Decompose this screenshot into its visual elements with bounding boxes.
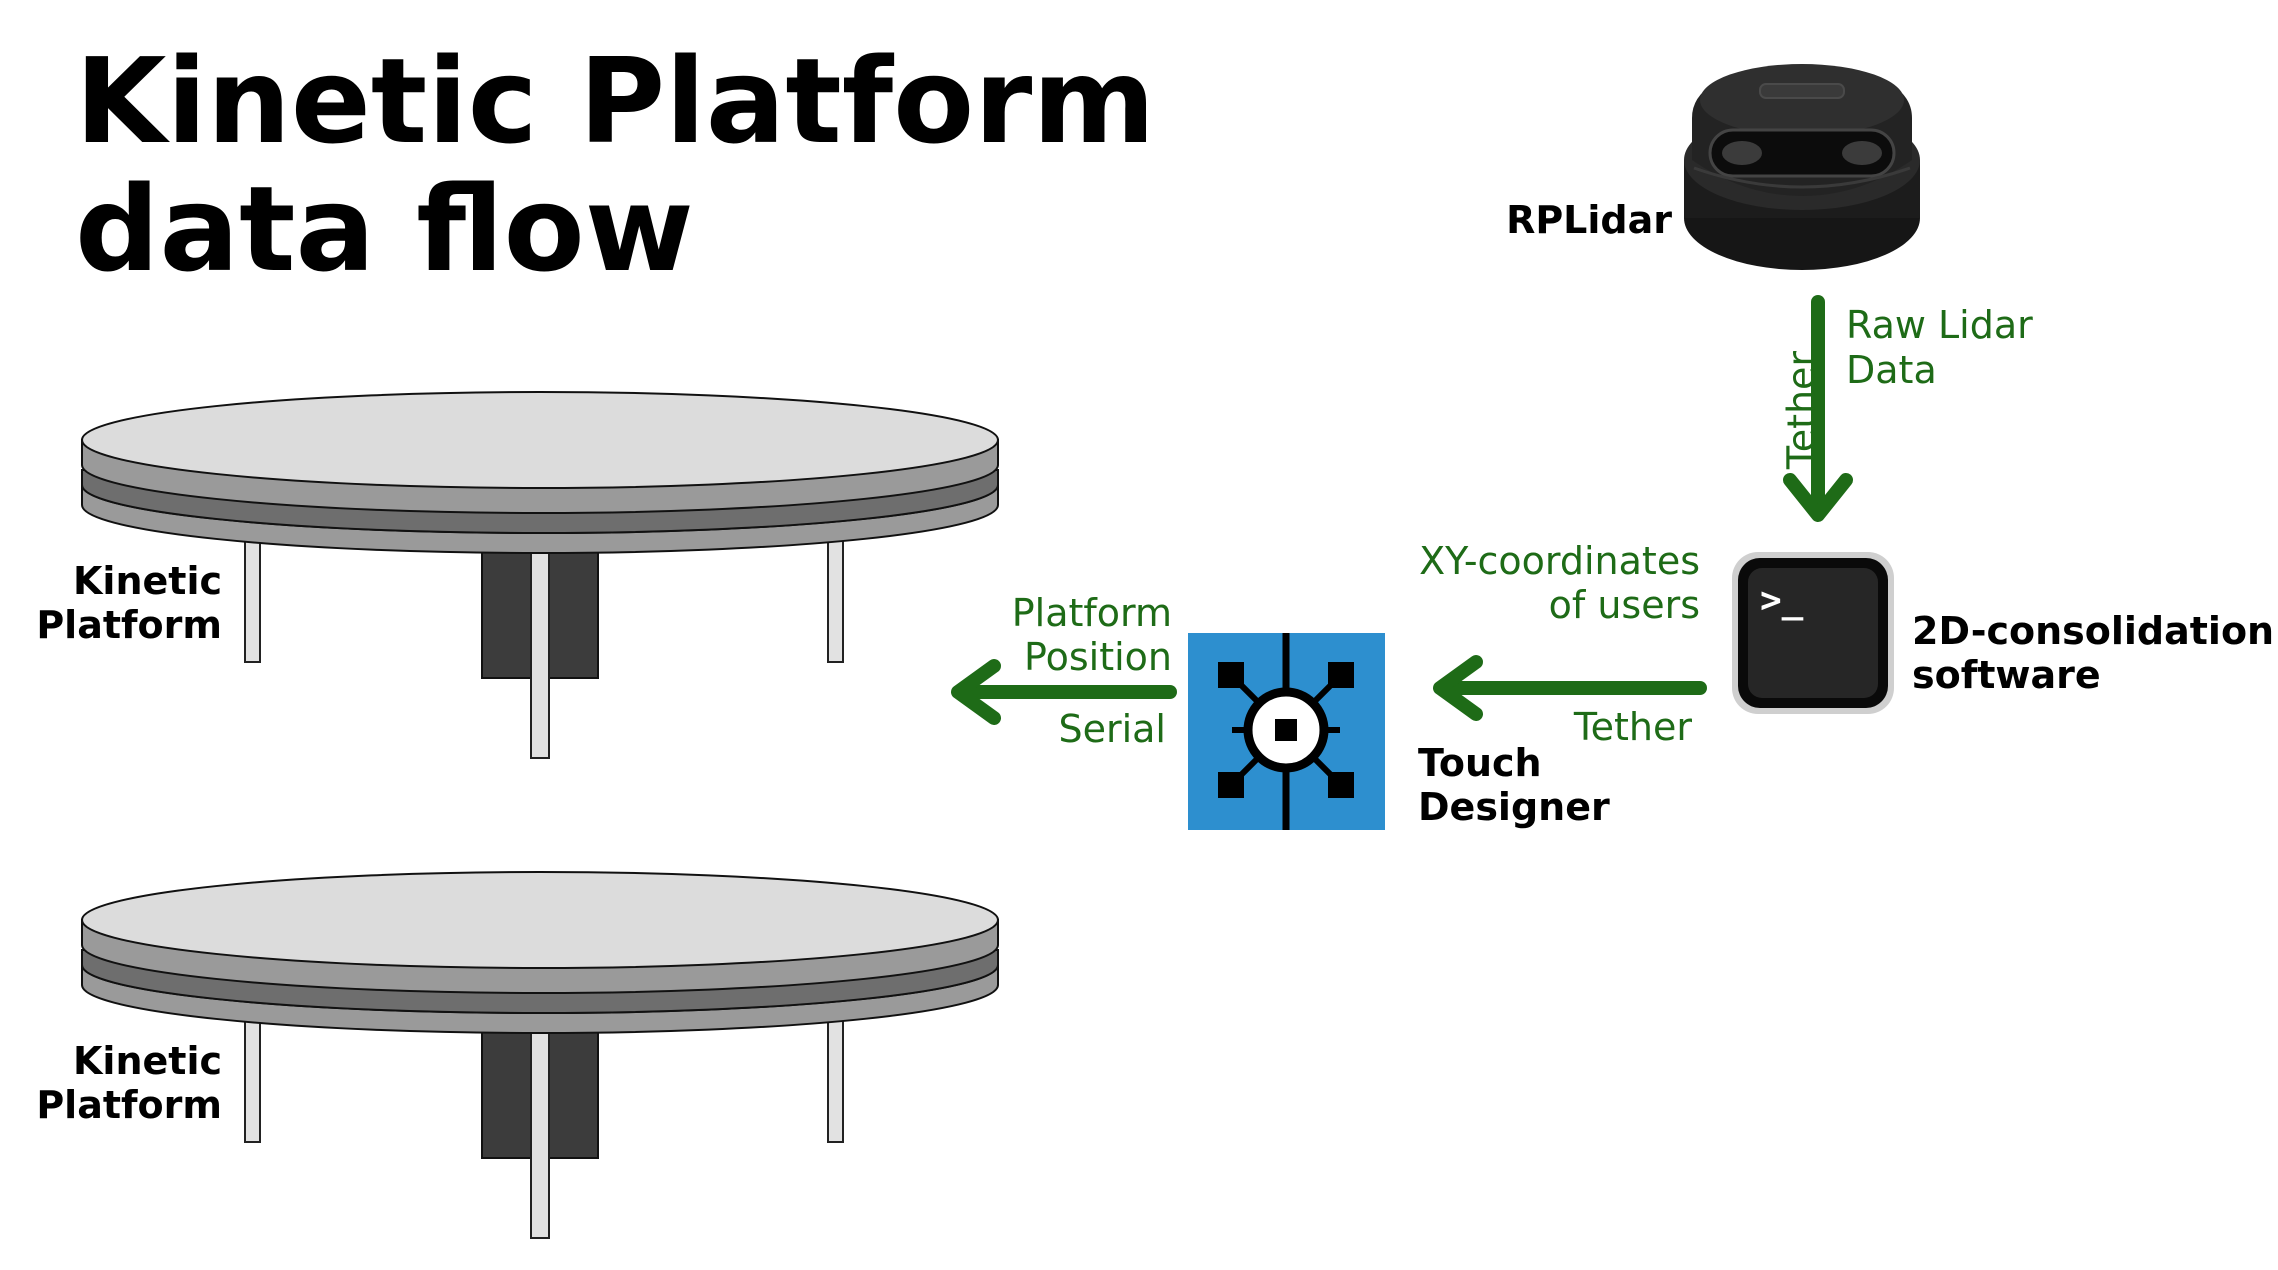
edge-medium-serial: Serial xyxy=(1058,707,1166,751)
touchdesigner-node: Touch Designer xyxy=(1188,633,1610,830)
arrowhead-down xyxy=(1783,473,1853,522)
touchdesigner-label-line-1: Touch xyxy=(1418,741,1542,785)
arrowhead-left xyxy=(1433,655,1483,721)
edge-label-platform: Platform xyxy=(1012,591,1172,635)
kinetic-platform-upper: Kinetic Platform xyxy=(36,391,999,759)
consolidation-label-line-2: software xyxy=(1912,653,2101,697)
edge-label-xy-coordinates: XY-coordinates xyxy=(1419,539,1700,583)
kinetic-platform-lower: Kinetic Platform xyxy=(36,871,999,1239)
diagram-title-line-2: data flow xyxy=(75,160,694,298)
arrowhead-left xyxy=(951,659,1001,725)
edge-label-raw-lidar: Raw Lidar xyxy=(1846,303,2033,347)
consolidation-label-line-1: 2D-consolidation xyxy=(1912,609,2274,653)
platform-lower-label-line-1: Kinetic xyxy=(73,1039,222,1083)
consolidation-node: >_ 2D-consolidation software xyxy=(1732,552,2274,714)
edge-touchdesigner-to-platform: Platform Position Serial xyxy=(951,591,1177,751)
kinetic-platform-icon xyxy=(81,871,999,1239)
edge-medium-tether-horizontal: Tether xyxy=(1573,705,1692,749)
edge-medium-tether-vertical: Tether xyxy=(1780,351,1824,470)
edge-label-position: Position xyxy=(1024,635,1172,679)
touchdesigner-label-line-2: Designer xyxy=(1418,785,1610,829)
platform-upper-label-line-1: Kinetic xyxy=(73,559,222,603)
rplidar-node: RPLidar xyxy=(1506,64,1920,270)
edge-label-of-users: of users xyxy=(1549,583,1700,627)
kinetic-platform-icon xyxy=(81,391,999,759)
platform-upper-label-line-2: Platform xyxy=(36,603,222,647)
touchdesigner-icon xyxy=(1188,633,1385,830)
platform-lower-label-line-2: Platform xyxy=(36,1083,222,1127)
edge-label-data: Data xyxy=(1846,348,1937,392)
terminal-icon: >_ xyxy=(1732,552,1894,714)
diagram-title-line-1: Kinetic Platform xyxy=(75,32,1155,170)
edge-lidar-to-software: Raw Lidar Data Tether xyxy=(1780,295,2033,522)
terminal-prompt: >_ xyxy=(1760,580,1804,621)
lidar-sensor-icon xyxy=(1684,64,1920,270)
rplidar-label: RPLidar xyxy=(1506,198,1672,242)
edge-software-to-touchdesigner: XY-coordinates of users Tether xyxy=(1419,539,1707,749)
